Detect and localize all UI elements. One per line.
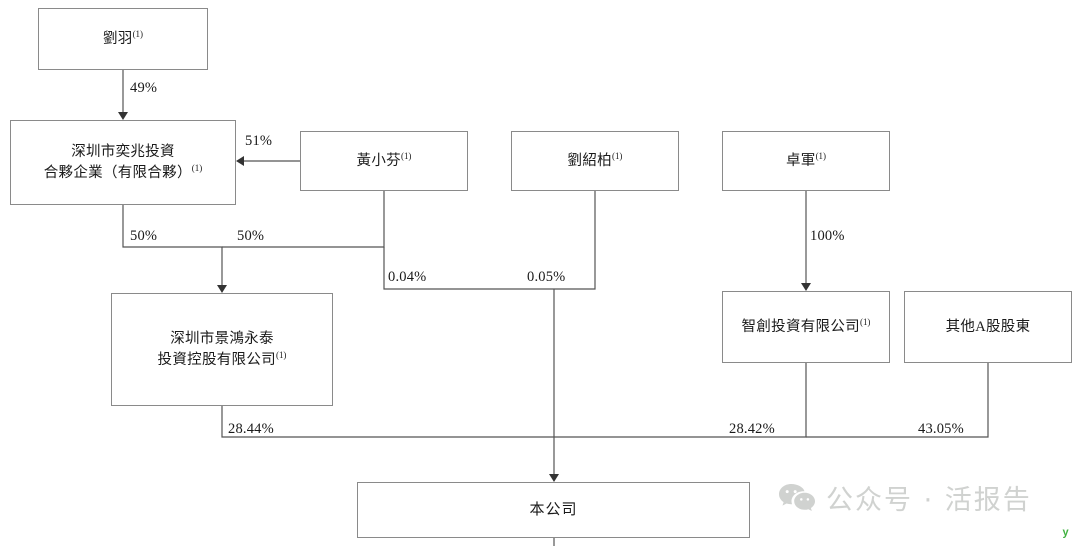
node-other-a-shareholders[interactable]: 其他A股股東 <box>904 291 1072 363</box>
svg-text:y: y <box>1062 527 1069 539</box>
node-jinghongyongtai-label: 深圳市景鴻永泰投資控股有限公司(1) <box>157 330 287 368</box>
edge-label-huang-yizhao: 51% <box>245 133 273 149</box>
edge-liuyu-yizhao-arrow <box>118 112 128 120</box>
node-liuyu[interactable]: 劉羽(1) <box>38 8 208 70</box>
node-huangxiaofen-label: 黃小芬(1) <box>356 151 412 170</box>
node-zhuojun-label: 卓軍(1) <box>785 151 827 170</box>
edge-yizhao-jinghong-line <box>122 205 223 285</box>
edge-label-huang-jinghong: 50% <box>237 228 265 244</box>
watermark: 公众号 · 活报告 <box>778 478 1032 517</box>
watermark-text: 公众号 · 活报告 <box>826 485 1032 516</box>
edge-label-liuyu-yizhao: 49% <box>130 80 158 96</box>
wechat-icon <box>779 483 815 511</box>
node-huangxiaofen[interactable]: 黃小芬(1) <box>300 131 468 191</box>
node-zhichuang-investment[interactable]: 智創投資有限公司(1) <box>722 291 890 363</box>
node-jinghongyongtai[interactable]: 深圳市景鴻永泰投資控股有限公司(1) <box>111 293 333 406</box>
edge-trunk-company-arrow <box>549 474 559 482</box>
edge-label-jinghong-company: 28.44% <box>228 421 274 437</box>
node-liushaobai-label: 劉紹柏(1) <box>567 151 623 170</box>
y-badge-icon: y <box>1058 524 1073 539</box>
edge-zhuojun-zhichuang-arrow <box>801 283 811 291</box>
node-the-company[interactable]: 本公司 <box>357 482 750 538</box>
edge-label-zhichuang-company: 28.42% <box>729 421 775 437</box>
node-zhichuang-label: 智創投資有限公司(1) <box>741 317 871 336</box>
node-liushaobai[interactable]: 劉紹柏(1) <box>511 131 679 191</box>
edge-huang-yizhao-arrow <box>236 156 244 166</box>
node-other-a-shareholders-label: 其他A股股東 <box>945 318 1031 335</box>
edge-yizhao-jinghong-arrow <box>217 285 227 293</box>
node-yizhao-investment[interactable]: 深圳市奕兆投資合夥企業（有限合夥）(1) <box>10 120 236 205</box>
node-the-company-label: 本公司 <box>529 501 578 519</box>
node-liuyu-label: 劉羽(1) <box>102 29 144 48</box>
edge-label-liushaobai-company: 0.05% <box>527 269 566 285</box>
node-yizhao-label: 深圳市奕兆投資合夥企業（有限合夥）(1) <box>43 143 203 181</box>
edge-label-otherA-company: 43.05% <box>918 421 964 437</box>
edge-label-zhuojun-zhichuang: 100% <box>810 228 845 244</box>
edge-label-huang-company: 0.04% <box>388 269 427 285</box>
node-zhuojun[interactable]: 卓軍(1) <box>722 131 890 191</box>
edge-label-yizhao-jinghong: 50% <box>130 228 158 244</box>
